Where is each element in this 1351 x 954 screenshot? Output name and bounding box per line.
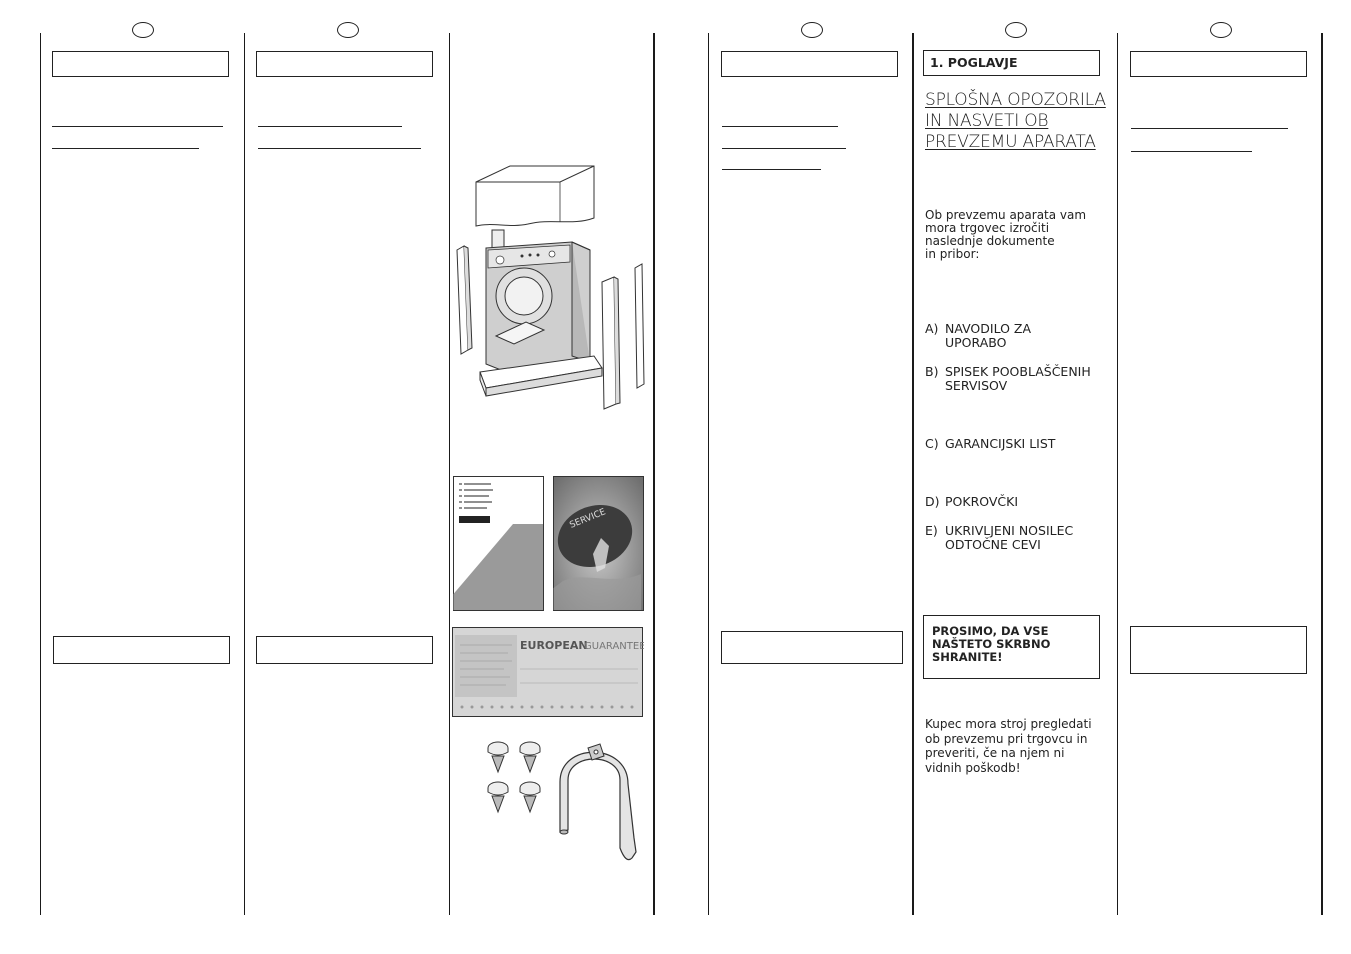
list-item-letter: B) [925, 364, 939, 379]
guarantee-card-illustration: EUROPEAN GUARANTEE [452, 627, 644, 717]
list-item-text: GARANCIJSKI LIST [945, 436, 1056, 451]
title-underline [258, 126, 402, 127]
list-item-letter: E) [925, 523, 938, 538]
empty-chapter-box [256, 51, 433, 77]
instruction-manual-illustration [453, 476, 544, 611]
notice-box: PROSIMO, DA VSE NAŠTETO SKRBNO SHRANITE! [923, 615, 1100, 679]
empty-chapter-box [52, 51, 229, 77]
list-item-letter: C) [925, 436, 939, 451]
column-divider [912, 33, 914, 915]
empty-chapter-box [1130, 51, 1307, 77]
list-item-text: NAVODILO ZA [945, 321, 1032, 336]
list-item: B) SPISEK POOBLAŠČENIH SERVISOV [925, 365, 1110, 393]
language-marker-icon [132, 22, 154, 38]
list-item: D) POKROVČKI [925, 495, 1110, 509]
title-underline [258, 148, 421, 149]
empty-notice-box [1130, 626, 1307, 674]
title-underline [722, 148, 846, 149]
list-item: E) UKRIVLJENI NOSILEC ODTOČNE CEVI [925, 524, 1110, 552]
column-divider [653, 33, 655, 915]
column-divider [244, 33, 245, 915]
list-item-text-continued: SERVISOV [945, 378, 1008, 393]
chapter-heading: 1. POGLAVJE [923, 50, 1100, 76]
empty-notice-box [721, 631, 903, 664]
language-marker-icon [1210, 22, 1232, 38]
language-marker-icon [1005, 22, 1027, 38]
washing-machine-packaging-illustration [456, 165, 645, 410]
empty-chapter-box [721, 51, 898, 77]
list-item-letter: A) [925, 321, 939, 336]
caps-and-hose-holder-illustration [487, 741, 637, 861]
title-underline [722, 126, 838, 127]
empty-notice-box [53, 636, 230, 664]
title-underline [1131, 151, 1252, 152]
list-item-text-continued: UPORABO [945, 335, 1007, 350]
column-divider [1117, 33, 1118, 915]
footer-paragraph: Kupec mora stroj pregledati ob prevzemu … [925, 717, 1092, 775]
list-item-text-continued: ODTOČNE CEVI [945, 537, 1041, 552]
title-underline [722, 169, 821, 170]
title-underline [52, 126, 223, 127]
intro-paragraph: Ob prevzemu aparata vam mora trgovec izr… [925, 208, 1087, 261]
title-underline [52, 148, 199, 149]
service-directory-illustration: SERVICE [553, 476, 644, 611]
empty-notice-box [256, 636, 433, 664]
language-marker-icon [337, 22, 359, 38]
column-divider [1321, 33, 1323, 915]
list-item-text: SPISEK POOBLAŠČENIH [945, 364, 1091, 379]
list-item-text: POKROVČKI [945, 494, 1019, 509]
list-item: A) NAVODILO ZA UPORABO [925, 322, 1110, 350]
column-divider [40, 33, 41, 915]
list-item: C) GARANCIJSKI LIST [925, 437, 1110, 451]
language-marker-icon [801, 22, 823, 38]
title-underline [1131, 128, 1288, 129]
guarantee-word-guarantee: GUARANTEE [584, 641, 644, 652]
list-item-text: UKRIVLJENI NOSILEC [945, 523, 1074, 538]
column-divider [708, 33, 709, 915]
column-divider [449, 33, 450, 915]
list-item-letter: D) [925, 494, 940, 509]
section-title: SPLOŠNA OPOZORILA IN NASVETI OB PREVZEMU… [925, 90, 1106, 152]
guarantee-word-european: EUROPEAN [520, 639, 588, 652]
